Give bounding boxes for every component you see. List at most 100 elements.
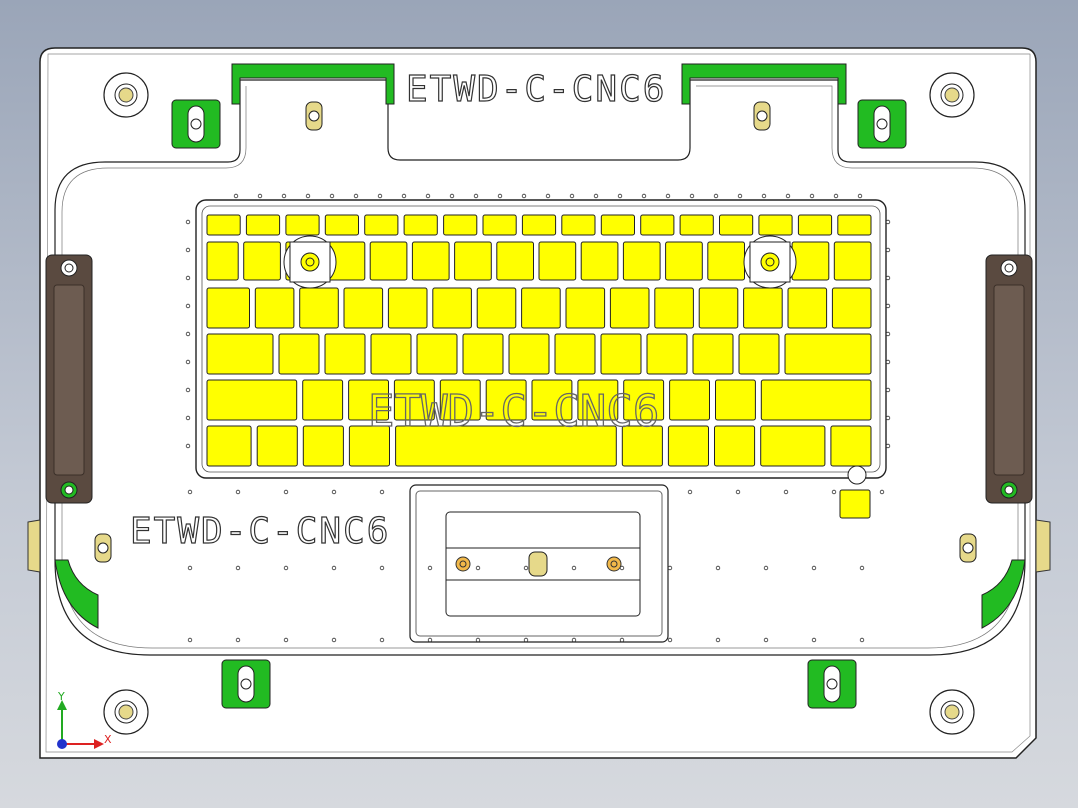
- right-side-tab: [1035, 519, 1051, 573]
- keycap: [343, 287, 384, 329]
- keycap: [496, 241, 534, 281]
- keycap: [797, 214, 833, 236]
- keycap: [454, 241, 492, 281]
- green-toggle-clamp[interactable]: [857, 99, 907, 149]
- keycap: [833, 241, 872, 281]
- top-right-green-rail: [681, 63, 847, 105]
- keycap: [609, 287, 650, 329]
- keycap: [692, 333, 734, 375]
- keycap: [561, 214, 596, 236]
- keycap: [715, 379, 756, 421]
- keycap: [302, 425, 344, 467]
- green-toggle-clamp[interactable]: [807, 659, 857, 709]
- keycap: [665, 241, 703, 281]
- top-left-green-rail: [231, 63, 395, 105]
- keycap: [791, 241, 830, 281]
- keycap: [416, 333, 458, 375]
- keycap: [206, 214, 241, 236]
- top-part-label: ETWD-C-CNC6: [406, 69, 666, 110]
- keycap: [348, 379, 390, 421]
- keycap: [403, 214, 438, 236]
- left-handle[interactable]: [45, 254, 93, 504]
- keycap: [600, 214, 635, 236]
- keycap: [667, 425, 710, 467]
- keycap: [206, 379, 298, 421]
- keycap: [443, 214, 478, 236]
- keycap: [324, 333, 366, 375]
- bolt-hole: [929, 689, 975, 735]
- keycap: [411, 241, 450, 281]
- keycap: [830, 425, 872, 467]
- keycap: [206, 287, 250, 329]
- keycap: [640, 214, 675, 236]
- left-green-corner: [54, 559, 99, 629]
- keycap: [476, 287, 517, 329]
- fixture-holes: [185, 193, 891, 643]
- keycap: [243, 241, 281, 281]
- keycap: [462, 333, 504, 375]
- x-axis-label: X: [104, 733, 112, 746]
- hex-nut: [959, 533, 977, 563]
- hex-nut: [305, 101, 323, 131]
- keycap: [206, 425, 252, 467]
- keycap: [364, 214, 399, 236]
- keycap: [758, 214, 793, 236]
- locating-pin-right: [743, 235, 797, 289]
- keycap: [719, 214, 754, 236]
- right-green-corner: [981, 559, 1026, 629]
- keycap: [482, 214, 517, 236]
- keycap: [679, 214, 714, 236]
- keycap: [285, 214, 320, 236]
- keycap: [393, 379, 435, 421]
- keycap: [600, 333, 642, 375]
- keycap: [669, 379, 710, 421]
- right-handle[interactable]: [985, 254, 1033, 504]
- keycap: [254, 287, 295, 329]
- keycap: [521, 214, 557, 236]
- left-side-tab: [27, 519, 41, 573]
- y-axis-label: Y: [57, 690, 65, 703]
- keycap: [508, 333, 550, 375]
- keycap: [760, 425, 826, 467]
- keycap: [654, 287, 694, 329]
- bolt-hole: [103, 689, 149, 735]
- locating-pin-left: [283, 235, 337, 289]
- keycap: [580, 241, 619, 281]
- keycap: [302, 379, 344, 421]
- keycap: [521, 287, 561, 329]
- keycap: [565, 287, 606, 329]
- keycap: [623, 379, 665, 421]
- keycap: [348, 425, 390, 467]
- keycap: [439, 379, 481, 421]
- keycap: [707, 241, 745, 281]
- keycap: [784, 333, 872, 375]
- green-toggle-clamp[interactable]: [171, 99, 221, 149]
- bolt-hole: [929, 72, 975, 118]
- extra-small-key: [839, 489, 871, 519]
- keycap: [245, 214, 281, 236]
- keycap: [256, 425, 298, 467]
- trackpad-pocket: [409, 484, 669, 643]
- keycap: [577, 379, 619, 421]
- keycap: [787, 287, 828, 329]
- keycap: [387, 287, 428, 329]
- keycap: [621, 425, 663, 467]
- keycap: [646, 333, 688, 375]
- keycap: [206, 333, 274, 375]
- keycap: [760, 379, 872, 421]
- keycap: [206, 241, 239, 281]
- hex-nut: [94, 533, 112, 563]
- keycap: [714, 425, 756, 467]
- center-part-label: ETWD-C-CNC6: [368, 386, 659, 437]
- keycap: [485, 379, 527, 421]
- green-toggle-clamp[interactable]: [221, 659, 271, 709]
- keycap: [395, 425, 617, 467]
- keycap: [743, 287, 783, 329]
- keycap: [370, 333, 412, 375]
- keycap: [432, 287, 472, 329]
- bolt-hole: [103, 72, 149, 118]
- keycap: [531, 379, 573, 421]
- coordinate-triad: Y X: [57, 690, 112, 749]
